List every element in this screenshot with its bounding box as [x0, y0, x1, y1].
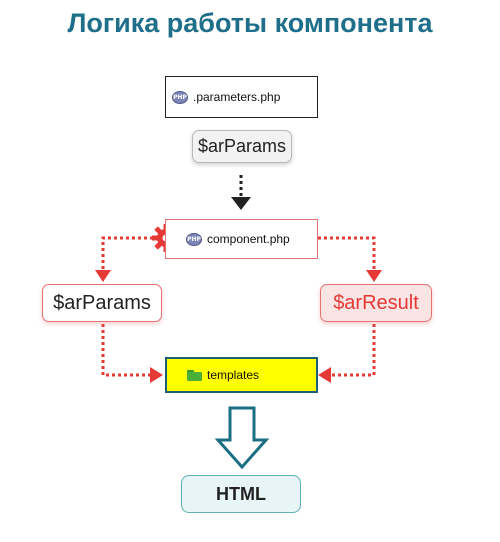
- params-top-box: $arParams: [192, 130, 292, 163]
- red-arrow-head-templates-left: [150, 367, 163, 383]
- red-connector-right: [318, 236, 376, 270]
- diagram-title: Логика работы компонента: [67, 8, 433, 38]
- html-output-label: HTML: [216, 483, 266, 504]
- templates-folder-label: templates: [207, 368, 260, 382]
- parameters-file-label: .parameters.php: [193, 90, 281, 104]
- parameters-file-box: PHP .parameters.php: [165, 76, 318, 118]
- red-arrow-head-left: [95, 270, 111, 282]
- templates-folder-box: templates: [165, 357, 318, 393]
- php-file-icon: PHP: [186, 232, 202, 246]
- red-connector-result-templates: [331, 324, 376, 377]
- params-left-label: $arParams: [53, 291, 151, 314]
- hollow-arrow-down-icon: [214, 406, 270, 470]
- red-arrow-head-templates-right: [318, 367, 331, 383]
- red-connector-params-templates: [101, 324, 150, 377]
- folder-icon: [187, 369, 202, 381]
- arrow-head-down: [231, 197, 251, 210]
- params-left-box: $arParams: [42, 284, 162, 322]
- red-connector-left: [101, 236, 165, 270]
- red-arrow-head-right: [366, 270, 382, 282]
- component-file-box: PHP component.php: [165, 219, 318, 259]
- result-right-label: $arResult: [333, 291, 419, 314]
- params-top-label: $arParams: [197, 136, 287, 156]
- php-file-icon: PHP: [172, 90, 188, 104]
- html-output-box: HTML: [181, 475, 301, 513]
- component-file-label: component.php: [207, 232, 290, 246]
- result-right-box: $arResult: [320, 284, 432, 322]
